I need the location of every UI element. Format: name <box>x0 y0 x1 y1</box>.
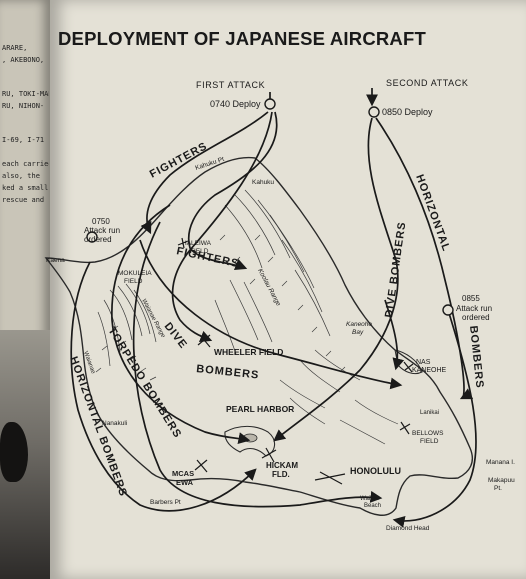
place-nas-2: KANEOHE <box>412 367 447 374</box>
left-page-text-line: rescue and <box>2 196 45 204</box>
left-page-text-line: ARARE, <box>2 44 28 52</box>
horizontal-bombers-left-route <box>70 261 257 512</box>
place-bellows-2: FIELD <box>420 438 439 445</box>
first-attack-run-line1: Attack run <box>84 226 120 235</box>
bombers-label: BOMBERS <box>196 363 260 382</box>
horizontal-right-label: HORIZONTAL <box>413 173 452 253</box>
place-mcas-2: EWA <box>176 478 194 487</box>
left-page-text-line: I-69, I-71 <box>2 136 45 144</box>
place-hickam-1: HICKAM <box>266 461 298 470</box>
bombers-route <box>139 239 403 390</box>
second-deploy-label: 0850 Deploy <box>382 107 433 117</box>
place-kaneohe-bay-1: Kaneohe <box>346 321 372 328</box>
place-hickam-2: FLD. <box>272 470 290 479</box>
place-nas-1: NAS <box>416 359 431 366</box>
place-nanakuli: Nanakuli <box>102 420 127 427</box>
leeward-streams <box>279 349 399 445</box>
fighters-mid-route <box>187 111 278 270</box>
first-deploy-point <box>264 98 276 110</box>
first-attack-run-time: 0750 <box>92 217 110 226</box>
place-kaena: Kaena <box>46 257 65 264</box>
bombers-right-label: BOMBERS <box>467 325 486 389</box>
place-waianae-range: Waianae Range <box>140 298 166 339</box>
first-attack-label: FIRST ATTACK <box>196 80 265 90</box>
second-attack-label: SECOND ATTACK <box>386 78 468 88</box>
torpedo-bombers-route <box>111 204 251 444</box>
photo-silhouette <box>0 422 28 482</box>
place-kaneohe-bay-2: Bay <box>352 329 364 336</box>
place-waikiki-1: Waikiki <box>360 496 379 502</box>
first-attack-run-line2: ordered <box>84 235 112 244</box>
place-manana: Manana I. <box>486 459 515 466</box>
dive-bombers-right-route <box>273 117 399 442</box>
place-mokuleia-1: MOKULEIA <box>118 270 152 277</box>
place-diamond-head: Diamond Head <box>386 525 430 532</box>
left-page-text-line: RU, NIHON- <box>2 102 45 110</box>
second-attack-run-point <box>442 304 454 316</box>
waianae-range-terrain <box>95 283 157 381</box>
fighters-route <box>140 111 269 235</box>
horizontal-bombers-right-route <box>375 117 474 400</box>
second-deploy-point <box>368 106 380 118</box>
place-waikiki-2: Beach <box>364 503 381 509</box>
left-page-text-line: each carried <box>2 160 49 168</box>
left-page-text-line: ked a small <box>2 184 49 192</box>
first-deploy-label: 0740 Deploy <box>210 99 261 109</box>
place-haleiwa-2: FIELD <box>190 248 209 255</box>
horizontal-bombers-south-route <box>392 309 477 528</box>
koolau-range-terrain <box>214 189 346 373</box>
left-page-text-line: also, the <box>2 172 40 180</box>
first-attack-sweep <box>132 221 383 508</box>
place-koolau-range: Koolau Range <box>256 268 282 308</box>
place-kahuku: Kahuku <box>252 179 274 186</box>
dive-bombers-right-label: DIVE BOMBERS <box>383 221 408 319</box>
place-mokuleia-2: FIELD <box>124 278 143 285</box>
oahu-coastline <box>44 156 474 516</box>
place-barbers-pt: Barbers Pt <box>150 499 181 506</box>
place-wheeler-field: WHEELER FIELD <box>214 347 283 357</box>
place-mcas-1: MCAS <box>172 469 194 478</box>
dive-bombers-first-route <box>171 111 273 342</box>
left-page-text-line: , AKEBONO, <box>2 56 45 64</box>
place-bellows-1: BELLOWS <box>412 430 444 437</box>
second-attack-run-line1: Attack run <box>456 304 492 313</box>
second-attack-run-time: 0855 <box>462 294 480 303</box>
place-makapuu-1: Makapuu <box>488 477 515 484</box>
left-page-photo <box>0 330 50 579</box>
map-title: DEPLOYMENT OF JAPANESE AIRCRAFT <box>58 28 426 49</box>
second-attack-run-line2: ordered <box>462 313 490 322</box>
place-makapuu-2: Pt. <box>494 485 502 492</box>
ford-island <box>242 433 258 443</box>
place-honolulu: HONOLULU <box>350 466 401 476</box>
place-haleiwa-1: HALEIWA <box>182 240 212 247</box>
second-attack-kaneohe-route <box>384 299 405 371</box>
place-pearl-harbor: PEARL HARBOR <box>226 404 294 414</box>
place-lanikai: Lanikai <box>420 410 439 416</box>
first-attack-run-point <box>86 231 98 243</box>
airfield-markers <box>177 237 414 485</box>
